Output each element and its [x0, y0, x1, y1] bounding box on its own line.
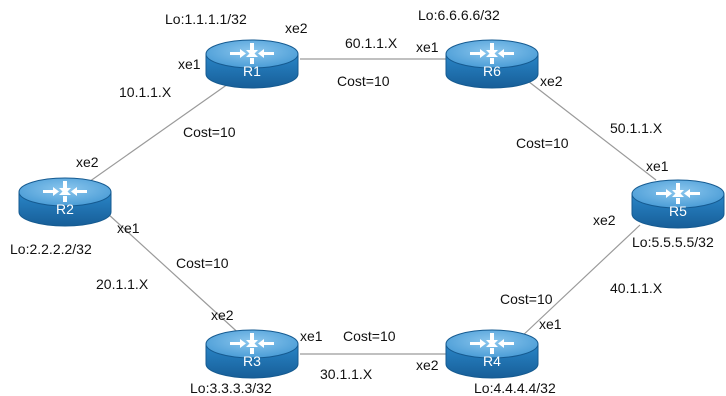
router-r6[interactable]: R6: [445, 39, 539, 89]
link-r6-r5-subnet: 50.1.1.X: [610, 120, 663, 136]
r3-interface-xe1: xe1: [300, 328, 323, 344]
r1-loopback-label: Lo:1.1.1.1/32: [165, 11, 247, 27]
router-r1-name: R1: [243, 63, 261, 79]
router-r4-name: R4: [483, 353, 501, 369]
router-r5-name: R5: [669, 203, 687, 219]
r2-interface-xe1: xe1: [117, 220, 140, 236]
link-r1-r2-subnet: 10.1.1.X: [119, 84, 172, 100]
r3-loopback-label: Lo:3.3.3.3/32: [190, 380, 272, 396]
router-r5[interactable]: R5: [631, 179, 725, 229]
r6-loopback-label: Lo:6.6.6.6/32: [418, 7, 500, 23]
r4-loopback-label: Lo:4.4.4.4/32: [474, 380, 556, 396]
link-r4-r5-cost: Cost=10: [500, 291, 553, 307]
r1-interface-xe2: xe2: [285, 20, 308, 36]
r4-interface-xe1: xe1: [539, 316, 562, 332]
link-r1-r6-cost: Cost=10: [337, 73, 390, 89]
r2-interface-xe2: xe2: [76, 154, 99, 170]
r5-interface-xe1: xe1: [646, 158, 669, 174]
link-r1-r2-cost: Cost=10: [183, 124, 236, 140]
r4-interface-xe2: xe2: [416, 357, 439, 373]
r5-interface-xe2: xe2: [593, 212, 616, 228]
link-r1-r2: [85, 83, 229, 185]
router-r4[interactable]: R4: [445, 329, 539, 379]
router-r2[interactable]: R2: [18, 177, 112, 227]
router-r3-name: R3: [243, 353, 261, 369]
r2-loopback-label: Lo:2.2.2.2/32: [10, 241, 92, 257]
router-r1[interactable]: R1: [205, 39, 299, 89]
router-r6-name: R6: [483, 63, 501, 79]
link-r4-r5: [519, 224, 641, 339]
router-r2-name: R2: [56, 201, 74, 217]
r1-interface-xe1: xe1: [178, 56, 201, 72]
link-r3-r4-cost: Cost=10: [343, 328, 396, 344]
link-r3-r4-subnet: 30.1.1.X: [320, 366, 373, 382]
link-r2-r3-subnet: 20.1.1.X: [96, 276, 149, 292]
link-r6-r5-cost: Cost=10: [516, 135, 569, 151]
link-r6-r5: [523, 77, 657, 181]
r6-interface-xe2: xe2: [540, 73, 563, 89]
r3-interface-xe2: xe2: [211, 307, 234, 323]
r5-loopback-label: Lo:5.5.5.5/32: [632, 234, 714, 250]
r6-interface-xe1: xe1: [416, 39, 439, 55]
router-r3[interactable]: R3: [205, 329, 299, 379]
link-r4-r5-subnet: 40.1.1.X: [610, 280, 663, 296]
link-r1-r6-subnet: 60.1.1.X: [345, 35, 398, 51]
link-r2-r3-cost: Cost=10: [176, 255, 229, 271]
link-r2-r3: [107, 213, 245, 339]
